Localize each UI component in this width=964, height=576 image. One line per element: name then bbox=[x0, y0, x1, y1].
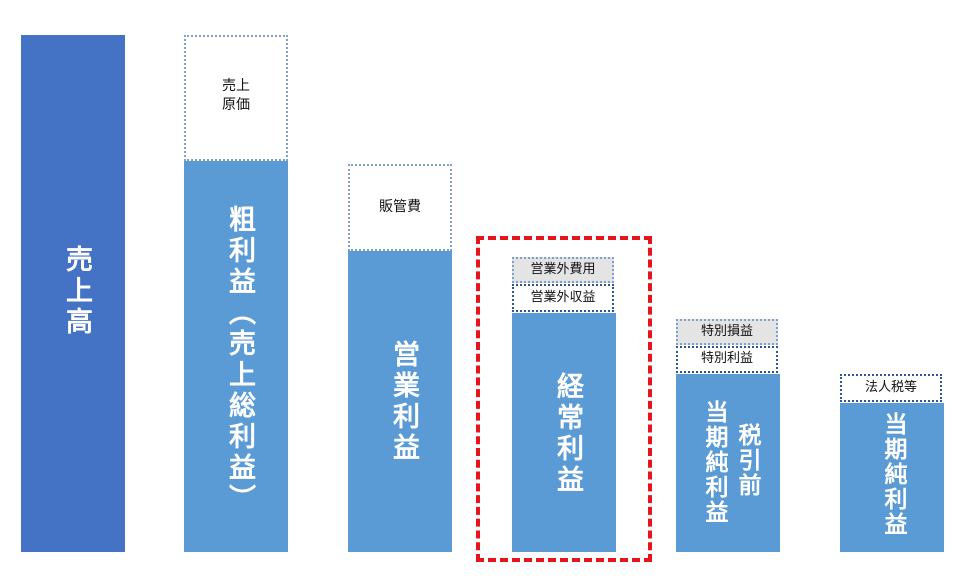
gross-profit-label: 粗利益（売上総利益） bbox=[224, 205, 255, 515]
net-income-label: 当期純利益 bbox=[880, 412, 906, 537]
ordinary-profit-label: 経常利益 bbox=[552, 372, 583, 496]
corporate-tax-label: 法人税等 bbox=[864, 380, 917, 395]
cost-of-sales-box bbox=[184, 35, 288, 161]
corporate-tax-box bbox=[840, 374, 942, 402]
non-operating-income-label: 営業外収益 bbox=[530, 290, 596, 305]
ordinary-profit-bar bbox=[512, 313, 616, 552]
non-operating-income-box bbox=[512, 284, 614, 312]
pretax-profit-label-col2: 当期純利益 bbox=[701, 400, 727, 525]
extraordinary-loss-label: 特別損益 bbox=[700, 324, 753, 339]
extraordinary-gain-box bbox=[676, 346, 778, 373]
non-operating-expense-box bbox=[512, 257, 614, 283]
extraordinary-loss-box bbox=[676, 319, 778, 345]
sga-box bbox=[348, 164, 452, 251]
operating-profit-label: 営業利益 bbox=[388, 340, 419, 464]
net-income-bar bbox=[840, 403, 944, 552]
extraordinary-gain-label: 特別利益 bbox=[700, 351, 753, 366]
cost-of-sales-label-1: 売上 bbox=[222, 78, 250, 94]
sga-label: 販管費 bbox=[379, 199, 421, 215]
pretax-profit-bar bbox=[676, 374, 780, 552]
non-operating-expense-label: 営業外費用 bbox=[530, 262, 596, 277]
pretax-profit-label-col1: 税引前 bbox=[734, 423, 760, 498]
sales-bar bbox=[21, 35, 125, 552]
ordinary-profit-highlight-frame bbox=[476, 236, 652, 562]
cost-of-sales-label-2: 原価 bbox=[222, 97, 250, 113]
gross-profit-bar bbox=[184, 161, 288, 552]
sales-label: 売上高 bbox=[61, 245, 92, 338]
operating-profit-bar bbox=[348, 251, 452, 552]
